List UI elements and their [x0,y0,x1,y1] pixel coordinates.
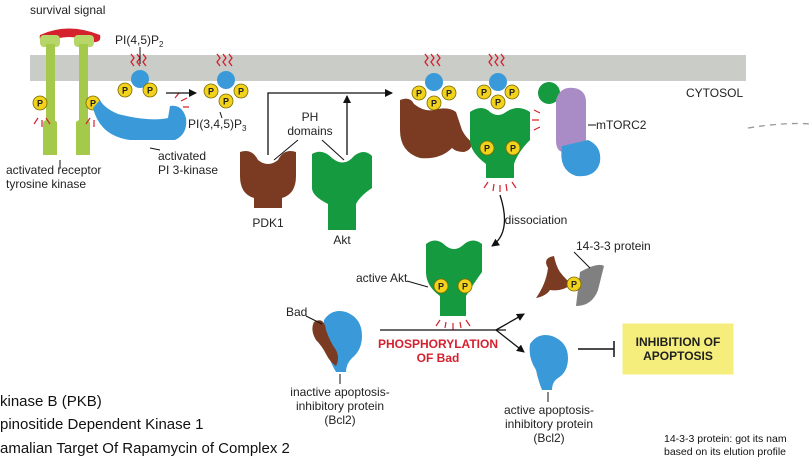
phospho-label: P [484,144,490,154]
dissociation-arrow [491,194,506,247]
legend-mtorc2: amalian Target Of Rapamycin of Complex 2 [0,440,290,457]
bcl2-release-arrow [495,329,525,353]
phospho-akt-bound-right [505,140,521,156]
inhibition-line [578,341,615,357]
bad-label: Bad [286,305,307,319]
inactive-bcl2-label-3: (Bcl2) [324,413,355,427]
note-1433-line1: 14-3-3 protein: got its nam [664,433,787,445]
phospho-label: P [223,97,229,107]
phosphorylation-label-2: OF Bad [417,351,460,365]
pdk1-label: PDK1 [252,216,284,230]
pi3k-label-2: PI 3-kinase [158,163,218,177]
receptor-label-2: tyrosine kinase [6,177,86,191]
phospho-label: P [37,99,43,109]
bad-protein [312,320,338,366]
pi45p2-lipid [117,53,158,98]
cytosol-label: CYTOSOL [686,86,743,100]
pi345p3-lipid [203,53,249,109]
inhibition-box [622,323,734,375]
pip3-label-pointer [219,111,223,119]
phospho-label: P [446,89,452,99]
active-bcl2 [529,335,568,390]
pip3-lipid-pdk1 [411,53,457,111]
protein-1433 [576,264,604,306]
receptor-label-1: activated receptor [6,163,101,177]
phospho-akt-bound-left [479,140,495,156]
inactive-bcl2-label-1: inactive apoptosis- [290,385,389,399]
akt-bound-spark [483,181,517,192]
phospho-label: P [416,89,422,99]
phospho-active-akt-left [433,278,449,294]
pi3-kinase-spark [174,92,189,108]
phospho-bad [536,256,572,298]
phospho-label: P [571,280,577,290]
survival-signal-label: survival signal [30,3,105,17]
plasma-membrane [30,55,746,81]
active-bcl2-label-3: (Bcl2) [533,431,564,445]
phospho-receptor-left [32,95,48,111]
mtorc2-spark [532,109,541,131]
akt-protein [312,151,372,230]
inhibition-label-1: INHIBITION OF [636,335,721,349]
mtorc2-blue-subunit [561,140,601,177]
pi3k-label-1: activated [158,149,206,163]
pi345p3-label: PI(3,4,5)P3 [188,117,247,133]
phospho-label: P [438,282,444,292]
pip3-lipid-akt [476,53,520,110]
active-akt [426,240,482,316]
phospho-label: P [509,88,515,98]
phospho-active-akt-right [457,278,473,294]
receptor-tyrosine-kinase [40,35,94,155]
active-bcl2-label-1: active apoptosis- [504,403,594,417]
mtorc2-complex [556,87,586,152]
phospho-label: P [208,87,214,97]
legend-pdk1: pinositide Dependent Kinase 1 [0,416,204,433]
active-akt-pointer [406,280,429,288]
inhibition-label-2: APOPTOSIS [643,349,713,363]
inactive-bcl2-label-2: inhibitory protein [296,399,384,413]
active-akt-spark [435,319,471,330]
dashed-membrane-curve [747,122,811,129]
phospho-label: P [90,99,96,109]
protein-1433-label: 14-3-3 protein [576,239,651,253]
pdk1-bound [400,98,472,159]
phospho-label: P [481,88,487,98]
mtorc2-green-subunit [538,82,560,104]
pi3-kinase [93,100,187,140]
dissociation-label: dissociation [505,213,568,227]
ph-domains-label-2: domains [287,124,332,138]
phospho-bad-site [566,276,582,292]
active-bcl2-label-2: inhibitory protein [505,417,593,431]
legend-akt: kinase B (PKB) [0,393,102,410]
ph-domain-pointer [273,139,345,161]
bad-pointer [305,315,323,325]
pdk1-protein [240,151,296,208]
protein-1433-pointer [573,251,591,269]
bad-release-arrow [495,313,525,331]
phospho-label: P [122,86,128,96]
phospho-label: P [462,282,468,292]
phospho-label: P [431,99,437,109]
pi3k-label-pointer [149,147,161,151]
pi45p2-label: PI(4,5)P2 [115,33,164,49]
mtorc2-label: mTORC2 [596,118,647,132]
phospho-label: P [510,144,516,154]
phospho-label: P [238,87,244,97]
phosphorylation-label-1: PHOSPHORYLATION [378,337,498,351]
phospho-label: P [147,86,153,96]
active-akt-label: active Akt [356,271,408,285]
akt-bound [470,108,530,178]
ph-domains-label-1: PH [302,110,319,124]
pdk1-recruitment-arrow [267,89,393,155]
phospho-label: P [495,98,501,108]
receptor-activation-spark [33,117,103,127]
akt-label: Akt [333,233,351,247]
note-1433-line2: based on its elution profile [664,446,786,458]
